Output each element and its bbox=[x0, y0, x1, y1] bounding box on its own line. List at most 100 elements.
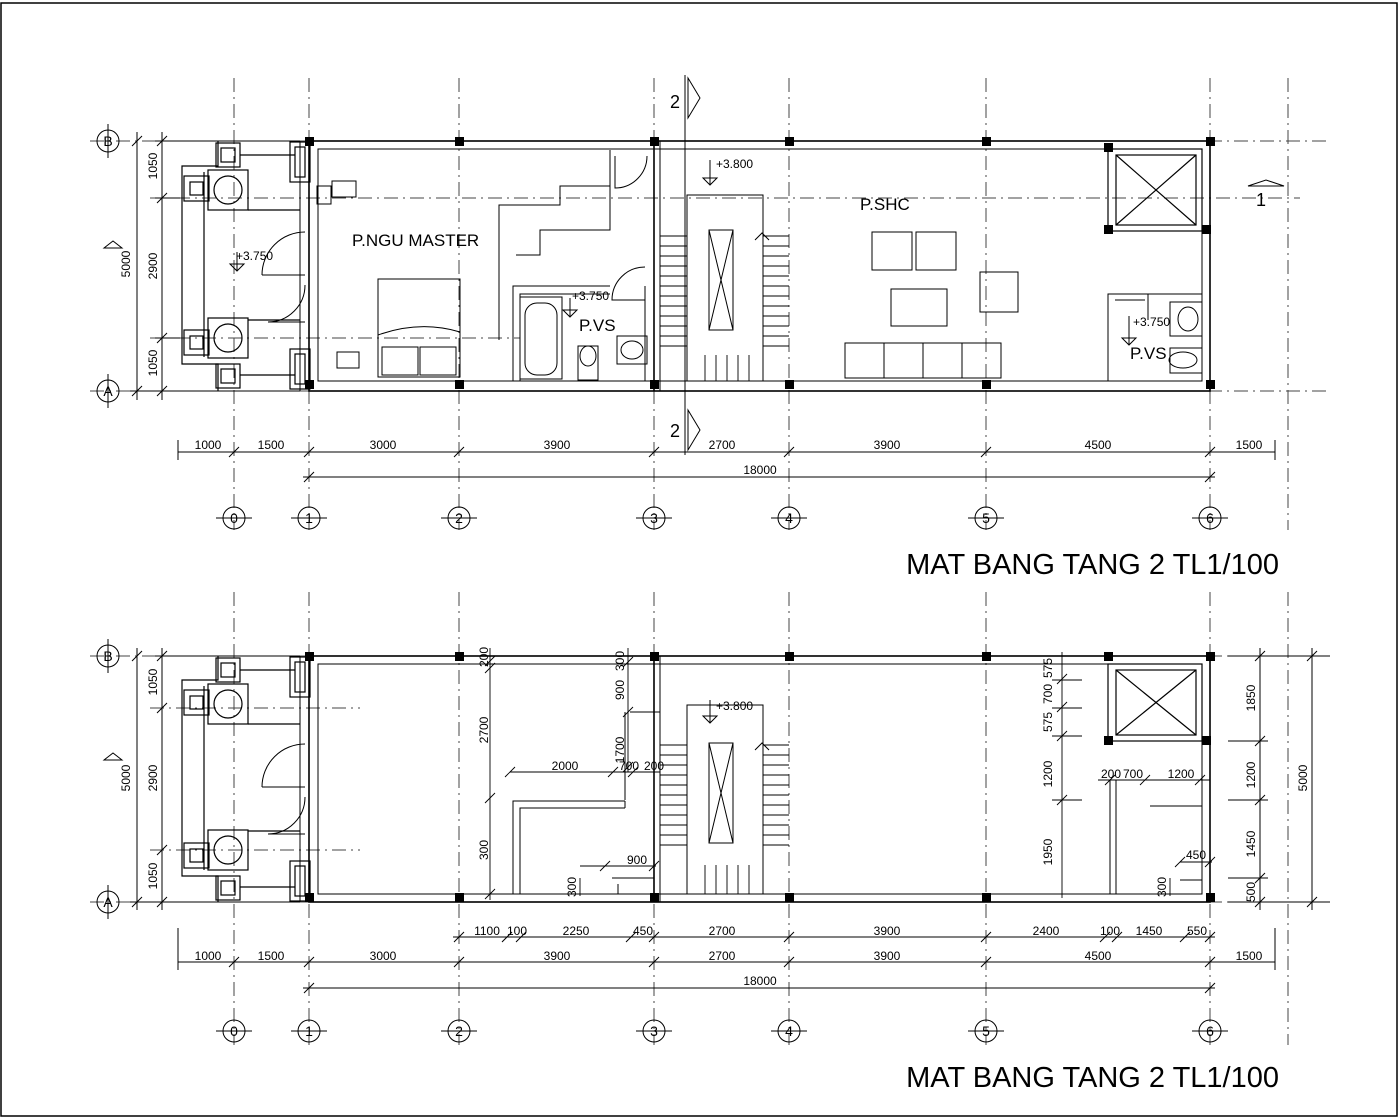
axis-label-5: 5 bbox=[982, 510, 990, 526]
dim-detail-2700: 2700 bbox=[709, 924, 736, 938]
dim-inner-1950: 1950 bbox=[1041, 838, 1055, 865]
left-dim-lines bbox=[102, 648, 300, 910]
stair bbox=[660, 704, 789, 895]
dim-left-1050-bottom: 1050 bbox=[146, 862, 160, 889]
room-label-living: P.SHC bbox=[860, 195, 910, 214]
bottom-dim-lines bbox=[177, 928, 1276, 994]
level-wc2: +3.750 bbox=[1133, 315, 1170, 329]
bottom-dim-lines bbox=[177, 440, 1276, 483]
dim-bottom-3900-b: 3900 bbox=[874, 438, 901, 452]
dim-right-1200: 1200 bbox=[1244, 761, 1258, 788]
balcony bbox=[181, 656, 311, 902]
dim-bottom-1500-right: 1500 bbox=[1236, 949, 1263, 963]
axis-label-2: 2 bbox=[455, 510, 463, 526]
level-wc1: +3.750 bbox=[572, 289, 609, 303]
stair bbox=[660, 194, 789, 382]
axis-bubbles bbox=[96, 124, 1228, 530]
axis-bubbles bbox=[96, 639, 1228, 1043]
axis-label-2: 2 bbox=[455, 1023, 463, 1039]
dim-detail-1450: 1450 bbox=[1136, 924, 1163, 938]
dim-detail-100-a: 100 bbox=[507, 924, 527, 938]
plan-2: +3.800 200 2700 bbox=[90, 592, 1330, 1094]
dim-inner-200-wc: 200 bbox=[1101, 767, 1121, 781]
dim-inner-300-bottom: 300 bbox=[565, 877, 579, 897]
plan-title-1: MAT BANG TANG 2 TL1/100 bbox=[906, 549, 1279, 581]
dim-inner-2100: 300 bbox=[477, 840, 491, 860]
axis-label-0: 0 bbox=[230, 1023, 238, 1039]
walls bbox=[299, 655, 1211, 903]
axis-label-b: B bbox=[103, 133, 112, 149]
level-balcony: +3.750 bbox=[236, 249, 273, 263]
dim-detail-3900: 3900 bbox=[874, 924, 901, 938]
dim-bottom-3000: 3000 bbox=[370, 949, 397, 963]
balcony bbox=[181, 141, 311, 391]
dim-detail-100-b: 100 bbox=[1100, 924, 1120, 938]
dim-left-1050-bottom: 1050 bbox=[146, 349, 160, 376]
dim-detail-2250: 2250 bbox=[563, 924, 590, 938]
dim-inner-200-h: 200 bbox=[644, 759, 664, 773]
axis-label-3: 3 bbox=[650, 1023, 658, 1039]
dim-inner-450-wc: 450 bbox=[1186, 848, 1206, 862]
dim-inner-700: 700 bbox=[619, 759, 639, 773]
dim-left-1050-top: 1050 bbox=[146, 152, 160, 179]
dim-inner-1200-wc: 1200 bbox=[1168, 767, 1195, 781]
dim-bottom-3000: 3000 bbox=[370, 438, 397, 452]
void-shaft bbox=[1107, 148, 1203, 232]
dim-inner-1200-v: 1200 bbox=[1041, 760, 1055, 787]
level-marks bbox=[228, 160, 1138, 346]
plan-1: 2 2 1 +3.750 +3.750 +3.800 +3.750 P.NGU … bbox=[90, 75, 1330, 581]
dim-total: 18000 bbox=[743, 463, 777, 477]
dim-inner-1700: 1700 bbox=[613, 736, 627, 763]
dim-bottom-4500: 4500 bbox=[1085, 438, 1112, 452]
dim-detail-1100: 1100 bbox=[474, 924, 500, 938]
dim-bottom-1000: 1000 bbox=[195, 949, 222, 963]
grid-lines bbox=[90, 78, 1330, 530]
axis-label-6: 6 bbox=[1206, 1023, 1214, 1039]
dim-left-5000: 5000 bbox=[119, 764, 133, 791]
axis-label-5: 5 bbox=[982, 1023, 990, 1039]
dim-bottom-1500-left: 1500 bbox=[258, 438, 285, 452]
grid-lines bbox=[90, 592, 1330, 1045]
axis-label-1: 1 bbox=[305, 1023, 313, 1039]
dim-bottom-1500-right: 1500 bbox=[1236, 438, 1263, 452]
room-label-master: P.NGU MASTER bbox=[352, 231, 479, 250]
axis-label-0: 0 bbox=[230, 510, 238, 526]
dim-bottom-3900-a: 3900 bbox=[544, 949, 571, 963]
dim-left-5000: 5000 bbox=[119, 250, 133, 277]
axis-label-a: A bbox=[103, 383, 113, 399]
section-2-bottom-arrow bbox=[687, 408, 701, 452]
dim-left-2900: 2900 bbox=[146, 252, 160, 279]
level-marks bbox=[701, 700, 719, 724]
dim-bottom-3900-a: 3900 bbox=[544, 438, 571, 452]
dim-detail-2400: 2400 bbox=[1033, 924, 1060, 938]
dim-bottom-1000: 1000 bbox=[195, 438, 222, 452]
dim-bottom-4500: 4500 bbox=[1085, 949, 1112, 963]
dim-inner-700-wc: 700 bbox=[1123, 767, 1143, 781]
axis-label-a: A bbox=[103, 894, 113, 910]
dim-right-500: 500 bbox=[1244, 882, 1258, 902]
plan-title-2: MAT BANG TANG 2 TL1/100 bbox=[906, 1062, 1279, 1094]
dim-inner-900-h: 900 bbox=[627, 853, 647, 867]
columns bbox=[305, 652, 1215, 902]
dim-total: 18000 bbox=[743, 974, 777, 988]
furniture bbox=[316, 180, 1203, 381]
dim-bottom-1500-left: 1500 bbox=[258, 949, 285, 963]
axis-label-1: 1 bbox=[305, 510, 313, 526]
dim-inner-900: 900 bbox=[613, 680, 627, 700]
dim-detail-550: 550 bbox=[1187, 924, 1207, 938]
dim-right-1850: 1850 bbox=[1244, 684, 1258, 711]
dim-detail-450: 450 bbox=[633, 924, 653, 938]
dim-bottom-2700: 2700 bbox=[709, 438, 736, 452]
section-1-arrow bbox=[1247, 179, 1285, 187]
dim-inner-575-top: 575 bbox=[1041, 658, 1055, 678]
section-2-top-label: 2 bbox=[670, 92, 680, 112]
axis-label-4: 4 bbox=[785, 510, 793, 526]
room-label-wc1: P.VS bbox=[579, 316, 616, 335]
detail-dim-lines bbox=[453, 931, 1216, 943]
section-2-bottom-label: 2 bbox=[670, 421, 680, 441]
dim-inner-575-bottom: 575 bbox=[1041, 712, 1055, 732]
dim-inner-700-v: 700 bbox=[1041, 684, 1055, 704]
